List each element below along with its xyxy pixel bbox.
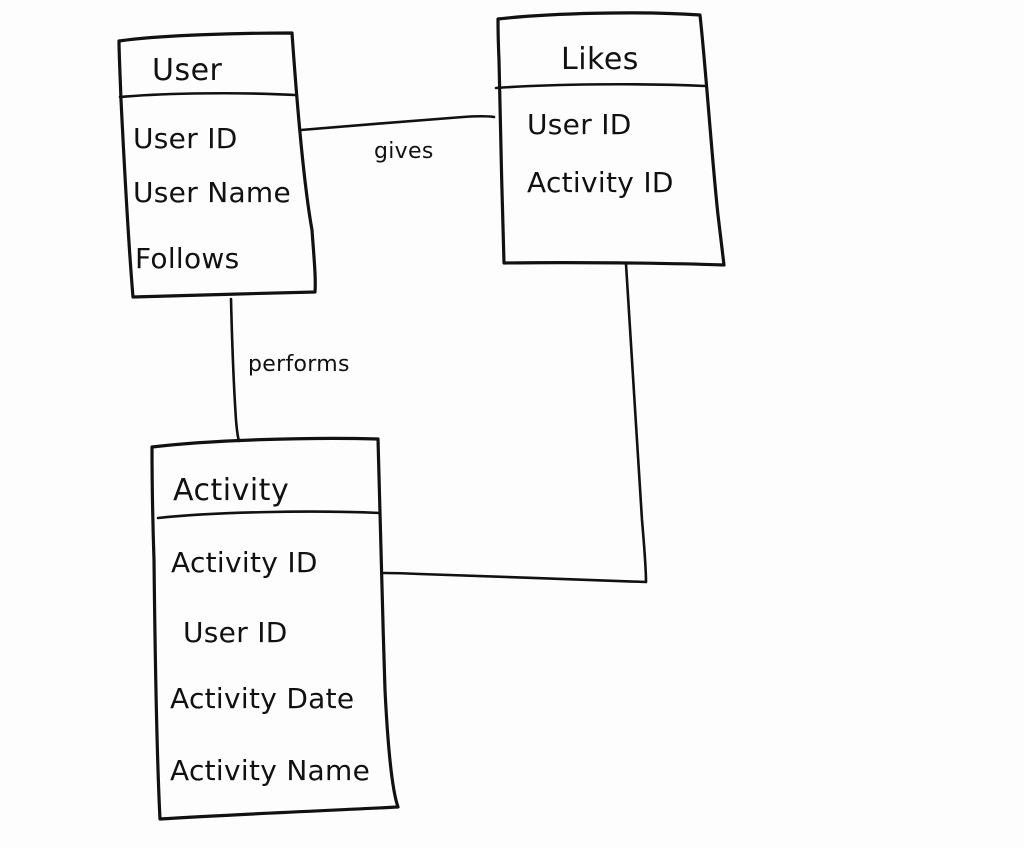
entity-user-header-divider [118, 91, 297, 99]
relationship-performs-label: performs [248, 352, 350, 377]
entity-likes-attribute-1: Activity ID [527, 166, 674, 199]
relationship-likes-activity[interactable] [382, 262, 648, 584]
entity-likes-title: Likes [561, 42, 639, 77]
entity-activity-attribute-3: Activity Name [170, 754, 370, 787]
entity-activity-header-divider [156, 510, 382, 520]
entity-activity-title: Activity [173, 473, 289, 508]
entity-activity-attribute-2: Activity Date [170, 682, 354, 715]
entity-user-outline [117, 31, 317, 299]
entity-activity-attribute-0: Activity ID [171, 546, 318, 579]
relationship-performs-connector [229, 297, 241, 443]
entity-activity[interactable]: Activity Activity ID User ID Activity Da… [150, 436, 400, 821]
relationship-gives-label: gives [374, 139, 434, 164]
entity-user[interactable]: User User ID User Name Follows [117, 31, 317, 299]
entity-user-attribute-0: User ID [133, 122, 238, 155]
entity-user-title: User [152, 53, 223, 88]
entity-user-attribute-1: User Name [133, 176, 291, 209]
entity-activity-attribute-1: User ID [183, 616, 288, 649]
entity-likes-outline [496, 11, 726, 267]
entity-likes-attribute-0: User ID [527, 108, 632, 141]
entity-user-attribute-2: Follows [135, 242, 240, 275]
relationship-likes-activity-connector [382, 262, 648, 584]
entity-likes[interactable]: Likes User ID Activity ID [494, 11, 726, 267]
relationship-gives-connector [299, 114, 496, 132]
entity-activity-outline [150, 436, 400, 821]
relationship-gives[interactable]: gives [299, 114, 496, 164]
entity-likes-header-divider [494, 82, 707, 90]
relationship-performs[interactable]: performs [229, 297, 350, 443]
